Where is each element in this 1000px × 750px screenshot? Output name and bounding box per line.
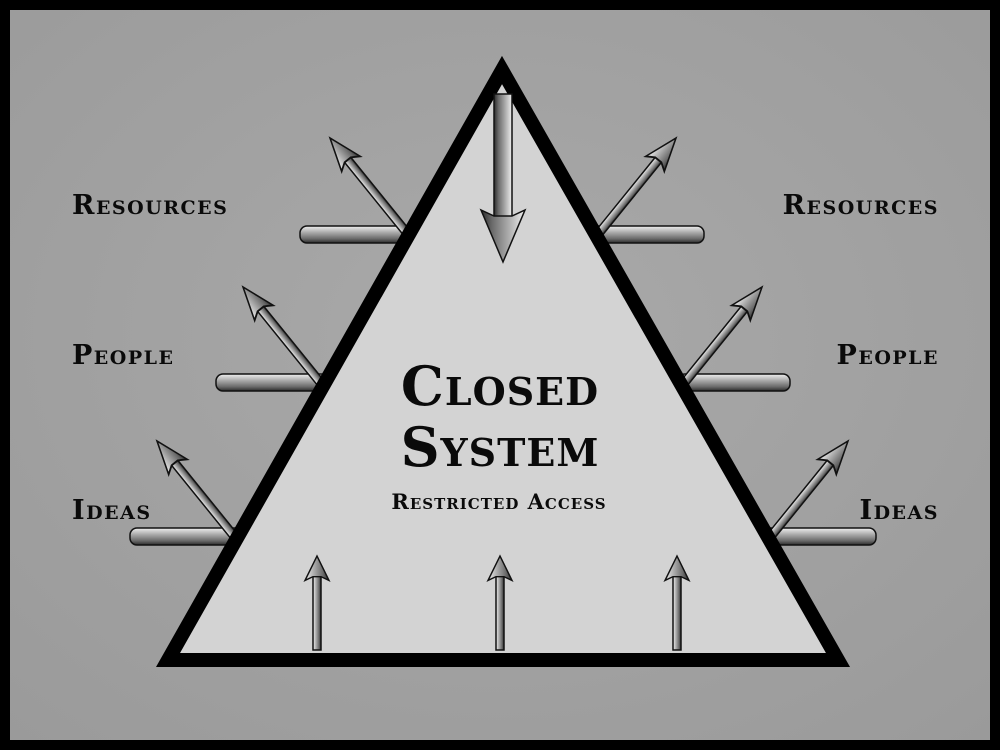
- right-label-resources: Resources: [783, 190, 939, 221]
- left-label-resources: Resources: [72, 190, 228, 221]
- apex-down-arrow: [479, 93, 527, 264]
- title-line-1: Closed: [401, 354, 599, 418]
- right-label-people: People: [837, 340, 939, 371]
- closed-system-triangle: [155, 55, 851, 667]
- title-line-2: System: [401, 415, 600, 479]
- left-label-ideas: Ideas: [72, 495, 152, 526]
- subtitle: Restricted Access: [391, 489, 606, 514]
- right-label-ideas: Ideas: [859, 495, 939, 526]
- left-label-people: People: [72, 340, 174, 371]
